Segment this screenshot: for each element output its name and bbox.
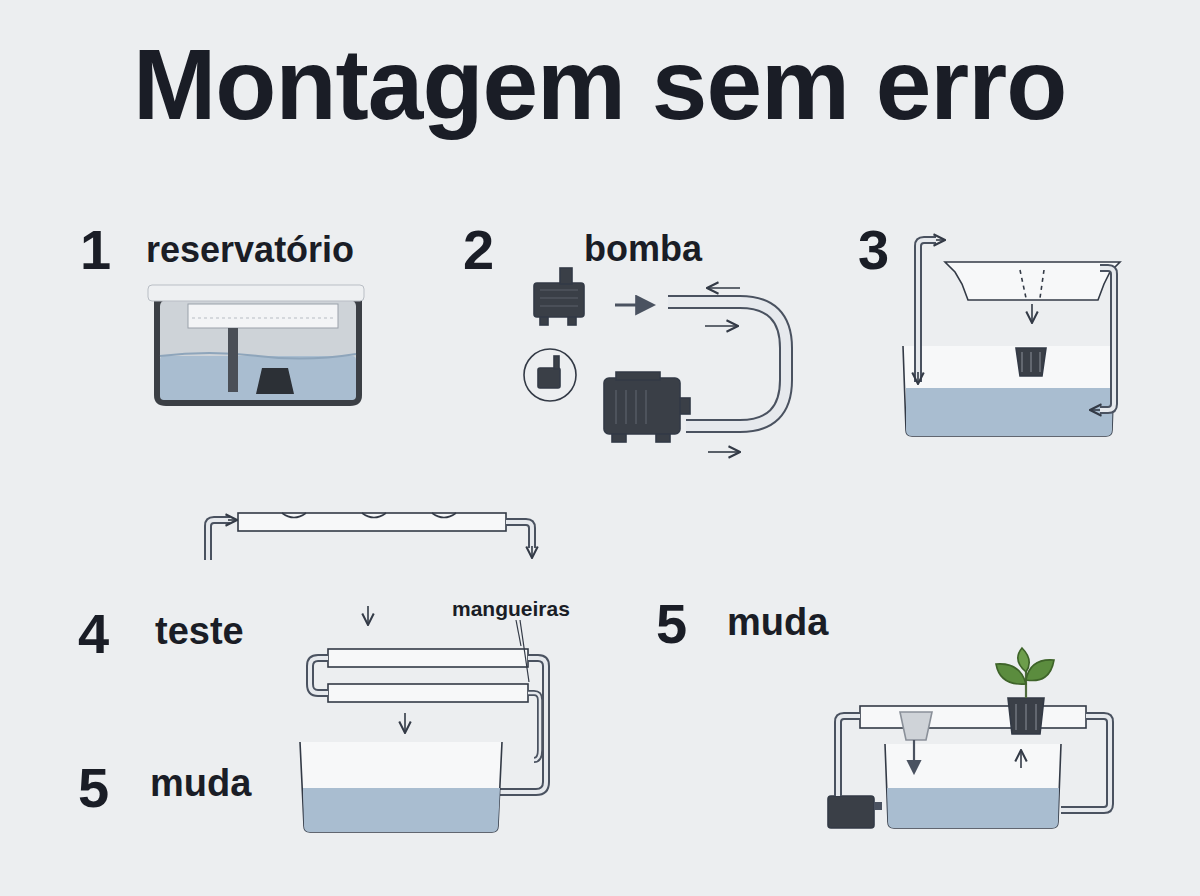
seedling-system: [828, 648, 1110, 828]
part-label: mangueiras: [452, 598, 570, 619]
hose-system: [300, 606, 546, 832]
step-label: teste: [155, 612, 244, 650]
step-label: muda: [727, 603, 828, 641]
step-number: 5: [78, 760, 109, 816]
step-label: reservatório: [146, 232, 354, 268]
step-number: 4: [78, 606, 109, 662]
step-number: 1: [80, 222, 111, 278]
reservoir-illustration: [148, 285, 364, 406]
step-number: 2: [463, 222, 494, 278]
step-number: 3: [858, 222, 889, 278]
step-number: 5: [656, 596, 687, 652]
step-label: bomba: [584, 231, 702, 267]
pump-illustration: [524, 268, 786, 452]
page-title: Montagem sem erro: [133, 34, 1066, 134]
step-label: muda: [150, 764, 251, 802]
test-pipe: [208, 513, 532, 560]
tray-and-basin: [903, 240, 1120, 436]
